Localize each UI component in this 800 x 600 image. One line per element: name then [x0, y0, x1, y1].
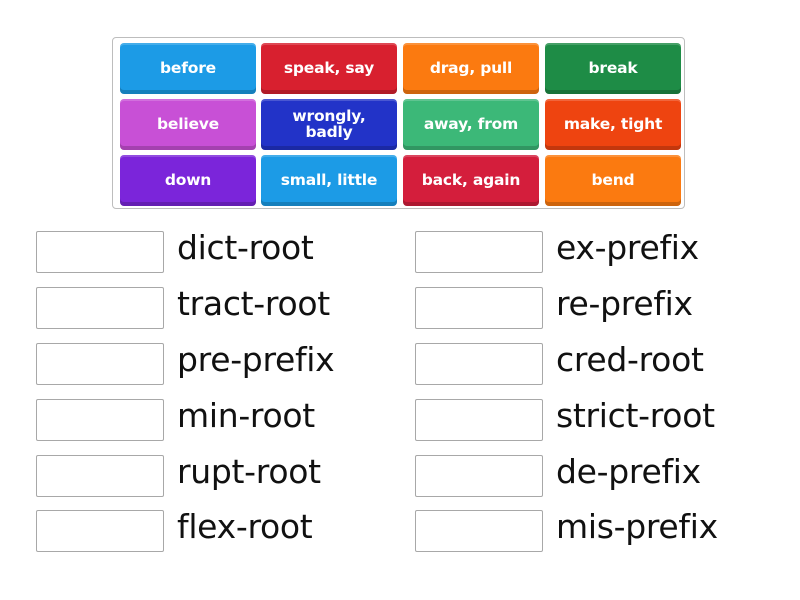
- tile-label: back, again: [421, 170, 521, 189]
- tile-label: before: [160, 58, 216, 77]
- tile-bank: before speak, say drag, pull break belie…: [112, 37, 685, 209]
- drop-box[interactable]: [415, 455, 543, 497]
- term-label: tract-root: [177, 284, 330, 323]
- tile-label: bend: [591, 170, 635, 189]
- tile-label: break: [588, 58, 638, 77]
- tile-down[interactable]: down: [120, 155, 256, 206]
- drop-box[interactable]: [415, 399, 543, 441]
- tile-label: speak, say: [283, 58, 375, 77]
- drop-box[interactable]: [36, 510, 164, 552]
- tile-before[interactable]: before: [120, 43, 256, 94]
- term-label: ex-prefix: [556, 228, 699, 267]
- tile-wrongly-badly[interactable]: wrongly, badly: [261, 99, 397, 150]
- tile-label-line2: badly: [305, 122, 353, 141]
- tile-label-line1: wrongly,: [292, 106, 366, 125]
- tile-back-again[interactable]: back, again: [403, 155, 539, 206]
- tile-make-tight[interactable]: make, tight: [545, 99, 681, 150]
- drop-box[interactable]: [415, 231, 543, 273]
- term-label: mis-prefix: [556, 507, 718, 546]
- term-label: dict-root: [177, 228, 314, 267]
- drop-box[interactable]: [36, 231, 164, 273]
- drop-box[interactable]: [36, 287, 164, 329]
- tile-drag-pull[interactable]: drag, pull: [403, 43, 539, 94]
- term-label: flex-root: [177, 507, 313, 546]
- tile-label: make, tight: [563, 114, 663, 133]
- tile-bend[interactable]: bend: [545, 155, 681, 206]
- drop-box[interactable]: [415, 510, 543, 552]
- term-label: strict-root: [556, 396, 715, 435]
- term-label: pre-prefix: [177, 340, 335, 379]
- tile-away-from[interactable]: away, from: [403, 99, 539, 150]
- tile-believe[interactable]: believe: [120, 99, 256, 150]
- term-label: re-prefix: [556, 284, 693, 323]
- tile-small-little[interactable]: small, little: [261, 155, 397, 206]
- term-label: rupt-root: [177, 452, 321, 491]
- tile-break[interactable]: break: [545, 43, 681, 94]
- tile-speak-say[interactable]: speak, say: [261, 43, 397, 94]
- drop-box[interactable]: [36, 343, 164, 385]
- term-label: de-prefix: [556, 452, 701, 491]
- tile-label: small, little: [280, 170, 378, 189]
- drop-box[interactable]: [36, 455, 164, 497]
- drop-box[interactable]: [415, 287, 543, 329]
- term-label: cred-root: [556, 340, 704, 379]
- tile-label: down: [164, 170, 212, 189]
- drop-box[interactable]: [36, 399, 164, 441]
- tile-label: drag, pull: [429, 58, 513, 77]
- term-label: min-root: [177, 396, 315, 435]
- tile-label: believe: [157, 114, 219, 133]
- drop-box[interactable]: [415, 343, 543, 385]
- tile-label: away, from: [423, 114, 519, 133]
